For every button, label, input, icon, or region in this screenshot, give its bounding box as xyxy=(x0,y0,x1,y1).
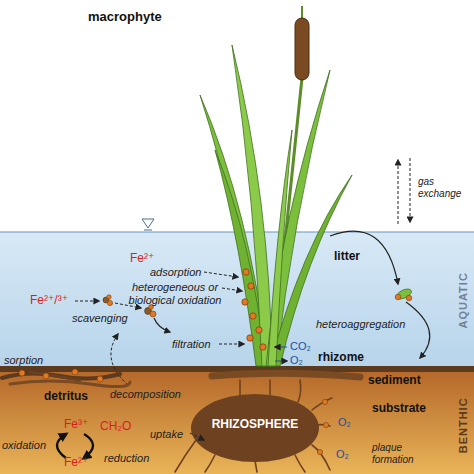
process-label: filtration xyxy=(172,338,211,351)
detritus-twig xyxy=(10,381,130,387)
oxidation-arrow xyxy=(57,434,66,458)
water-level-mark xyxy=(142,219,154,228)
iron-particle xyxy=(19,370,25,376)
iron-particle xyxy=(395,294,401,300)
process-label: heteroaggregation xyxy=(316,318,405,331)
carbon-species: CH₂O xyxy=(100,420,131,434)
iron-species: Fe²⁺ xyxy=(64,456,88,470)
root xyxy=(255,461,257,472)
transport-arrow xyxy=(154,318,170,332)
iron-floc xyxy=(145,305,156,317)
part-label: litter xyxy=(334,250,360,264)
uptake-arrow xyxy=(190,433,204,440)
root xyxy=(205,455,215,472)
water-level-mark xyxy=(144,230,152,231)
root xyxy=(312,445,330,470)
process-label: oxidation xyxy=(2,439,46,452)
iron-particle xyxy=(242,299,248,305)
gas-label: O₂ xyxy=(338,416,351,429)
iron-particle xyxy=(72,369,78,375)
iron-particle xyxy=(250,313,256,319)
floc-particle xyxy=(150,311,156,317)
iron-plaque xyxy=(317,399,328,454)
iron-particles xyxy=(242,269,266,350)
plant-name: macrophyte xyxy=(88,10,162,25)
process-label: adsorption xyxy=(150,266,201,279)
iron-species: Fe²⁺ xyxy=(130,252,154,266)
gas-label: CO₂ xyxy=(290,340,311,353)
process-label: decomposition xyxy=(110,388,181,401)
litter-fall-arrow xyxy=(330,231,398,284)
root-mass xyxy=(191,394,319,462)
root xyxy=(295,455,305,472)
process-arrow xyxy=(204,272,238,277)
process-label: plaque formation xyxy=(372,442,434,465)
iron-particle xyxy=(256,327,262,333)
floc-particle xyxy=(107,295,111,299)
process-label: gas exchange xyxy=(418,176,470,199)
process-label: heterogeneous or biological oxidation xyxy=(120,281,230,306)
iron-particle xyxy=(323,422,328,427)
process-arrow xyxy=(222,288,242,291)
iron-particles xyxy=(19,369,103,382)
iron-particle xyxy=(248,283,254,289)
gas-label: O₂ xyxy=(290,354,303,367)
iron-particle xyxy=(97,376,103,382)
root xyxy=(269,380,271,396)
roots xyxy=(175,380,332,472)
reduction-arrow xyxy=(84,434,93,458)
rhizome-shape xyxy=(212,373,360,377)
process-label: uptake xyxy=(150,428,183,441)
settling-arrow xyxy=(406,302,430,358)
zone-label: AQUATIC xyxy=(457,272,470,328)
process-arrow xyxy=(219,344,244,345)
part-label: detritus xyxy=(44,390,88,404)
part-label: substrate xyxy=(372,402,426,416)
process-label: scavenging xyxy=(72,312,128,325)
gas-arrow xyxy=(275,347,287,348)
litter-piece xyxy=(395,287,413,301)
gas-exchange-arrow xyxy=(410,158,411,222)
leaf xyxy=(268,130,292,366)
gas-arrow xyxy=(275,361,287,362)
water-body xyxy=(0,232,474,366)
iron-species: Fe²⁺/³⁺ xyxy=(30,294,68,308)
root xyxy=(239,380,241,396)
iron-floc xyxy=(103,295,113,306)
zone-label: BENTHIC xyxy=(457,397,470,453)
zone-label: RHIZOSPHERE xyxy=(212,418,299,432)
iron-species: Fe³⁺ xyxy=(64,418,88,432)
iron-particle xyxy=(247,335,253,341)
substrate-layer xyxy=(0,372,474,474)
root xyxy=(312,398,332,410)
iron-particle xyxy=(317,449,322,454)
process-arrow xyxy=(75,301,99,302)
root xyxy=(298,380,301,402)
iron-particle xyxy=(260,344,266,350)
iron-particle xyxy=(43,373,49,379)
part-label: sediment xyxy=(368,374,421,388)
iron-particle xyxy=(406,295,412,301)
process-label: sorption xyxy=(4,354,43,367)
cattail-spike xyxy=(295,18,309,80)
process-label: reduction xyxy=(104,452,149,465)
iron-particle xyxy=(322,399,327,404)
floc-particle xyxy=(107,300,112,305)
leaf xyxy=(232,45,272,366)
gas-label: O₂ xyxy=(336,448,349,461)
root xyxy=(175,440,196,472)
gas-exchange-arrow xyxy=(398,160,399,224)
iron-particle xyxy=(243,269,249,275)
part-label: rhizome xyxy=(318,351,364,365)
